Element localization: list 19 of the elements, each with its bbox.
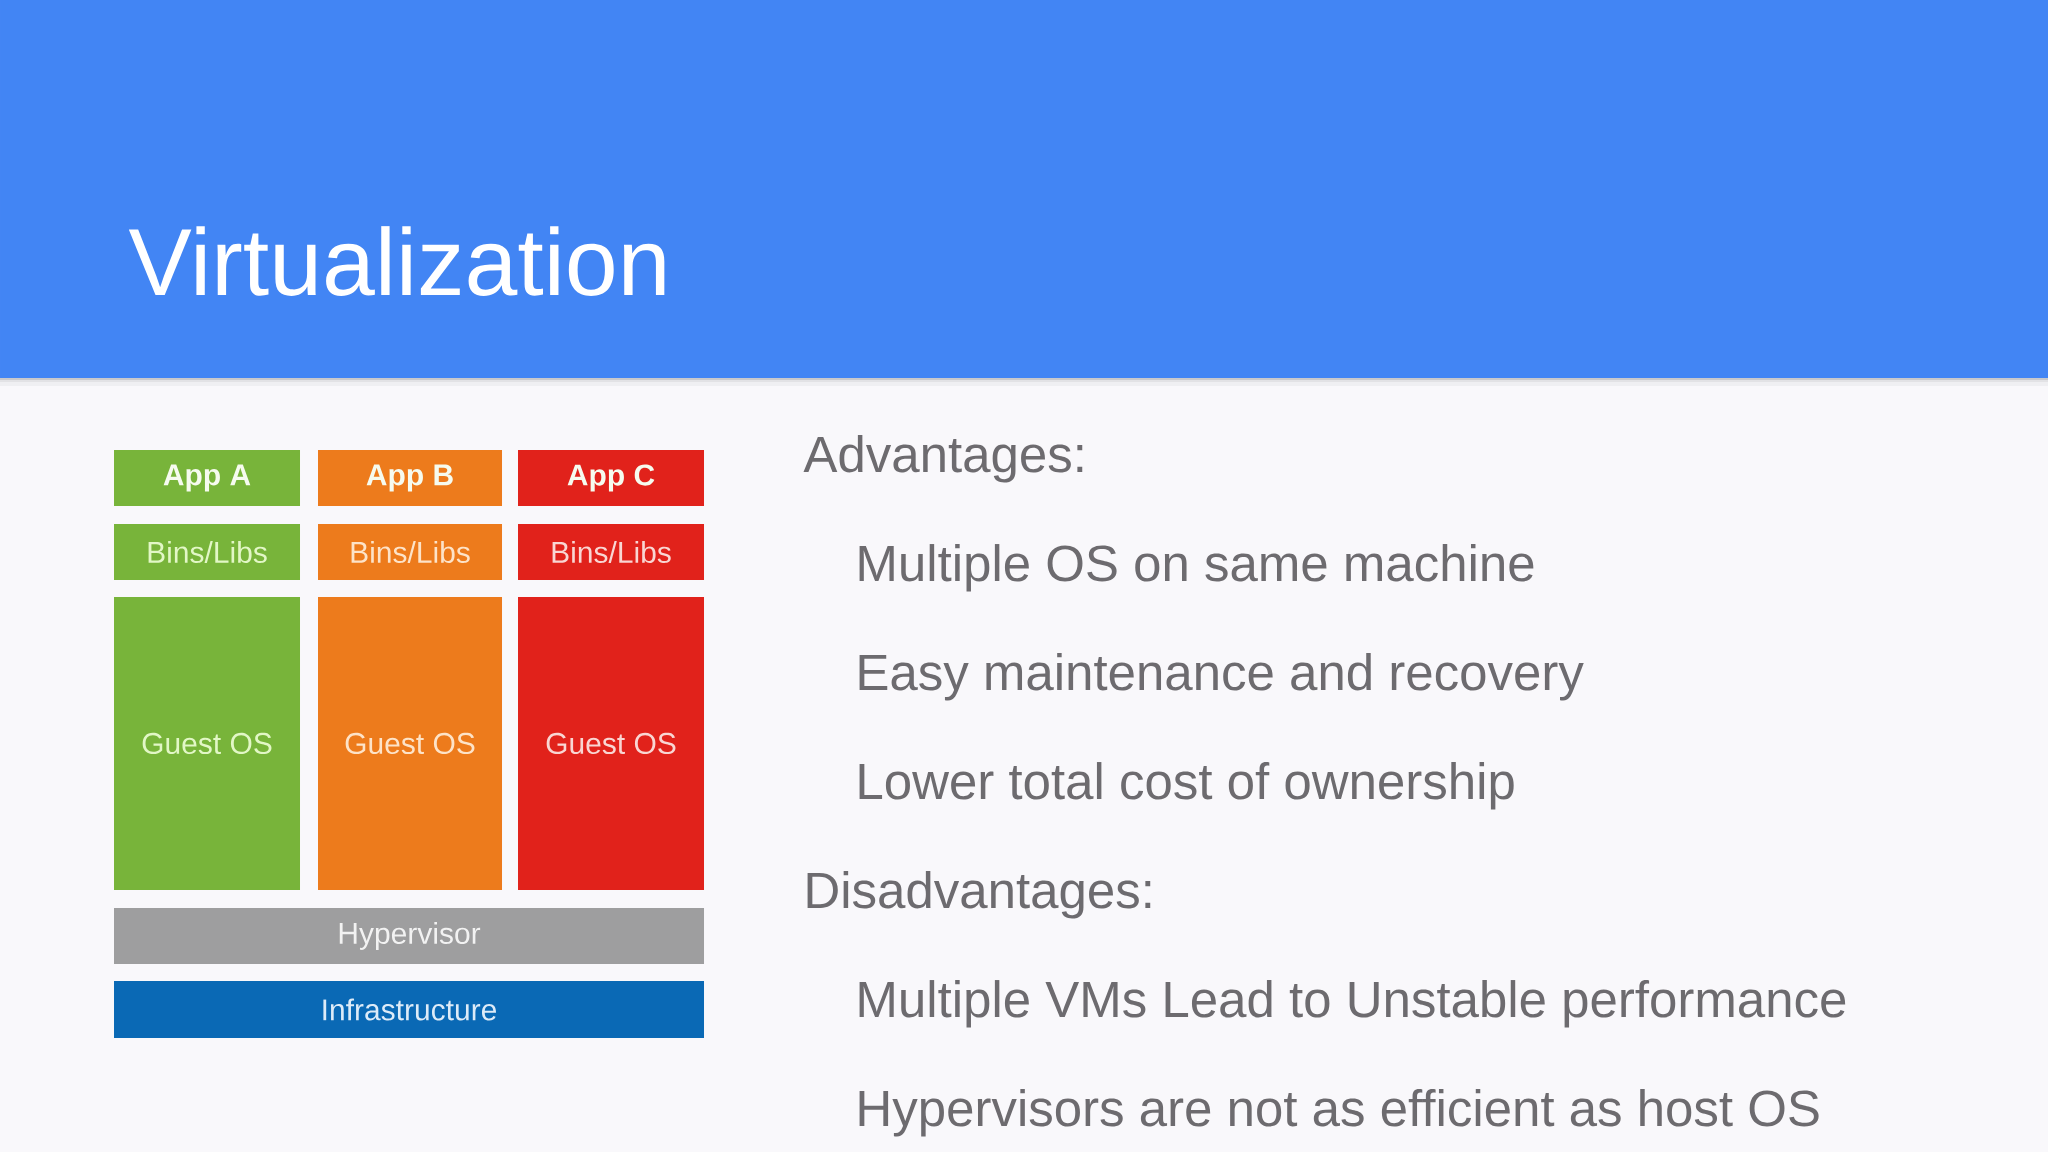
guest-os-box: Guest OS [518, 597, 704, 890]
guest-os-box: Guest OS [318, 597, 502, 890]
list-item: Hypervisors are not as efficient as host OS [859, 1089, 1819, 1137]
library-box: Bins/Libs [518, 524, 704, 580]
library-box: Bins/Libs [318, 524, 502, 580]
list-heading: Advantages: [803, 435, 1083, 483]
app-box: App C [518, 450, 704, 506]
library-box: Bins/Libs [114, 524, 300, 580]
list-heading: Disadvantages: [807, 871, 1151, 919]
list-item: Lower total cost of ownership [859, 762, 1514, 810]
app-box: App B [318, 450, 502, 506]
app-box: App A [114, 450, 300, 506]
title: Virtualization [128, 226, 665, 296]
list-item: Multiple OS on same machine [859, 544, 1534, 592]
list-item: Easy maintenance and recovery [859, 653, 1584, 701]
guest-os-box: Guest OS [114, 597, 300, 890]
hypervisor-bar: Hypervisor [114, 908, 704, 964]
list-item: Multiple VMs Lead to Unstable performance [859, 980, 1846, 1028]
infrastructure-bar: Infrastructure [114, 981, 704, 1038]
